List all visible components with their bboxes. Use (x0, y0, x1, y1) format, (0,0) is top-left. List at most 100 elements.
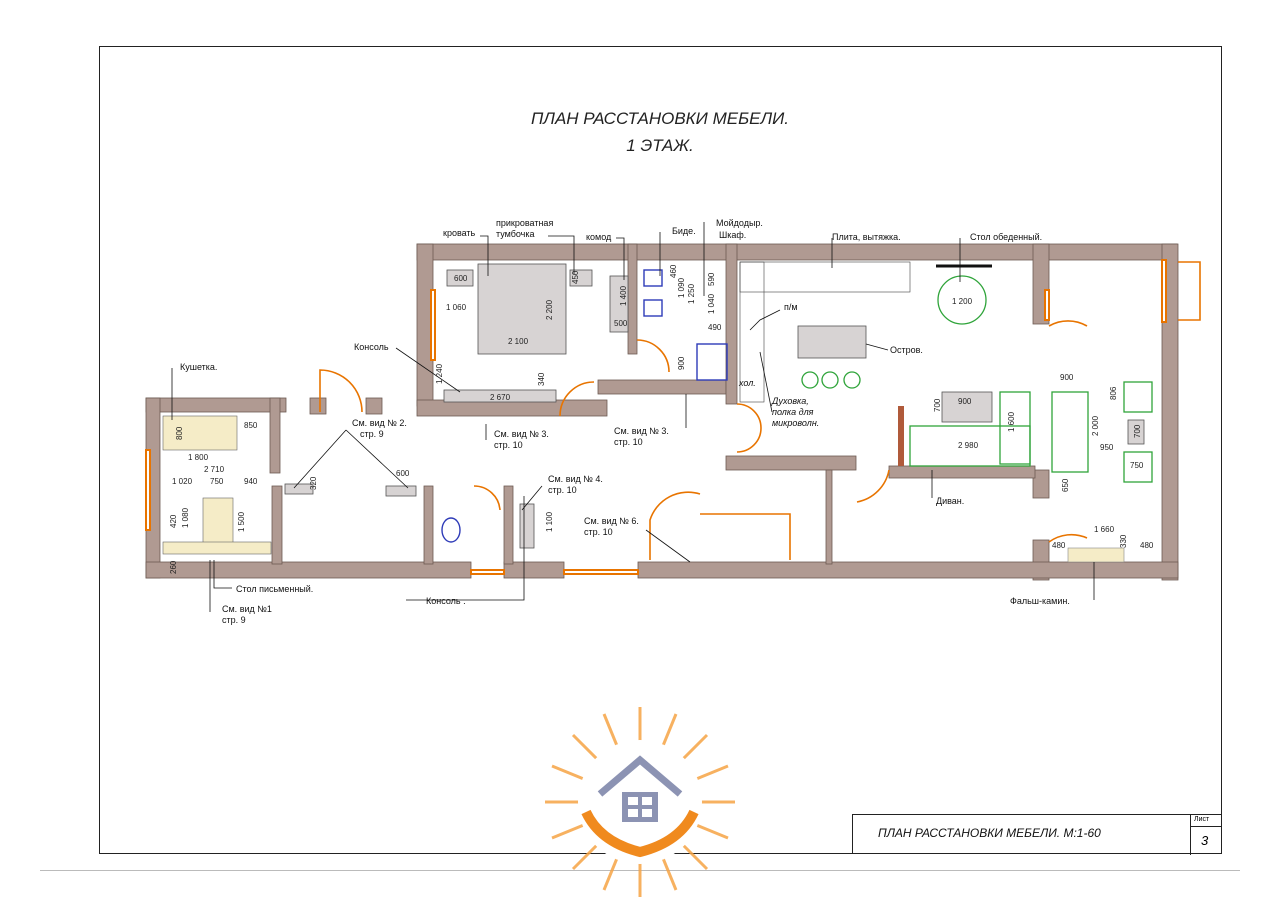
sheet-divider (1191, 826, 1222, 827)
label-view6-2: стр. 10 (584, 527, 613, 537)
label-view4-1: См. вид № 4. (548, 474, 603, 484)
wall-bath-bottom (597, 379, 727, 395)
label-bed: кровать (443, 228, 476, 238)
dim-600b: 600 (396, 469, 410, 478)
leader-view4 (521, 485, 543, 511)
wc-sink (519, 503, 535, 549)
dim-1100: 1 100 (545, 511, 554, 532)
dim-330: 330 (1119, 534, 1128, 548)
dim-2710: 2 710 (204, 465, 225, 474)
nightstand-right (569, 269, 593, 287)
wall-column-2 (365, 397, 383, 415)
leader-view2-b (345, 429, 409, 489)
dim-480b: 480 (1140, 541, 1154, 550)
label-oven-2: полка для (772, 407, 814, 417)
dim-590: 590 (707, 272, 716, 286)
label-bidet: Биде. (672, 226, 696, 236)
label-view2-2: стр. 9 (360, 429, 384, 439)
leader-view6 (645, 529, 691, 563)
label-washbasin: Мойдодыр. (716, 218, 763, 228)
dim-950: 950 (1100, 443, 1114, 452)
island-stool-2 (821, 371, 839, 389)
dim-800: 800 (175, 426, 184, 440)
dim-2670: 2 670 (490, 393, 511, 402)
dim-1250: 1 250 (687, 283, 696, 304)
title-block-title: ПЛАН РАССТАНОВКИ МЕБЕЛИ. М:1-60 (878, 826, 1101, 840)
label-console-top: Консоль (354, 342, 389, 352)
wall-wc-right (503, 485, 514, 565)
door-terrace-1 (1048, 320, 1088, 327)
dim-900b: 900 (958, 397, 972, 406)
label-dresser: комод (586, 232, 612, 242)
label-fireplace: Фальш-камин. (1010, 596, 1070, 606)
wall-hall-left (269, 397, 281, 474)
leader-view2-a (293, 429, 347, 489)
sheet-number: 3 (1201, 833, 1209, 848)
wall-bottom-mid1 (503, 561, 565, 579)
dim-2000: 2 000 (1091, 415, 1100, 436)
dim-2980: 2 980 (958, 441, 979, 450)
dresser (609, 275, 629, 333)
leader-island (865, 343, 889, 351)
wall-kitchen-left (725, 243, 738, 405)
dim-750b: 750 (1130, 461, 1144, 470)
dimensions: 600 450 2 200 2 100 1 060 1 400 500 460 … (169, 264, 1154, 574)
label-view6-1: См. вид № 6. (584, 516, 639, 526)
label-stove: Плита, вытяжка. (832, 232, 901, 242)
kitchen-island (797, 325, 867, 359)
door-bedroom (559, 381, 595, 417)
leader-oven (759, 351, 773, 413)
door-hall (319, 369, 363, 413)
dim-1080: 1 080 (181, 507, 190, 528)
door-kitchen (736, 403, 762, 453)
walls (145, 243, 1179, 581)
window-bottom (563, 569, 639, 575)
dim-1800: 1 800 (188, 453, 209, 462)
shower-tray (696, 343, 728, 381)
label-sofa: Диван. (936, 496, 964, 506)
dim-1020: 1 020 (172, 477, 193, 486)
label-view2-1: См. вид № 2. (352, 418, 407, 428)
toilet-wc (441, 517, 461, 543)
sheet-label: Лист (1194, 816, 1210, 823)
wall-left-top (145, 397, 287, 413)
wall-hall-left-lower (271, 485, 283, 565)
label-island: Остров. (890, 345, 923, 355)
dim-1600: 1 600 (1007, 411, 1016, 432)
kitchen-tall-units (739, 261, 765, 403)
wall-stair-top (725, 455, 857, 471)
label-view3a-2: стр. 10 (494, 440, 523, 450)
furniture (162, 261, 1153, 563)
dim-1660: 1 660 (1094, 525, 1115, 534)
dim-1400: 1 400 (619, 285, 628, 306)
dim-1500: 1 500 (237, 511, 246, 532)
nightstand-left (446, 269, 474, 287)
wall-living-divider-mid (1032, 469, 1050, 499)
doors-windows (145, 259, 1201, 575)
sheet-number-cell: Лист 3 (1190, 815, 1222, 855)
label-view1-1: См. вид №1 (222, 604, 272, 614)
wall-bath-left (627, 243, 638, 355)
console-left (284, 483, 314, 495)
leader-dishwasher (749, 309, 781, 331)
fake-fireplace (1067, 547, 1125, 563)
label-fridge: хол. (738, 378, 756, 388)
label-view1-2: стр. 9 (222, 615, 246, 625)
page-subtitle: 1 ЭТАЖ. (626, 136, 694, 155)
door-living (856, 469, 890, 503)
labels: кровать прикроватная тумбочка комод Биде… (180, 218, 1070, 625)
dim-260: 260 (169, 560, 178, 574)
label-oven-1: Духовка, (771, 396, 809, 406)
armchair-1 (1123, 381, 1153, 413)
wall-right (1161, 243, 1179, 581)
dim-940: 940 (244, 477, 258, 486)
leader-dresser (616, 237, 625, 280)
writing-desk (162, 541, 272, 555)
dim-1090: 1 090 (677, 277, 686, 298)
label-dining-table: Стол обеденный. (970, 232, 1042, 242)
label-nightstand-2: тумбочка (496, 229, 535, 239)
dim-750a: 750 (210, 477, 224, 486)
label-cabinet: Шкаф. (719, 230, 746, 240)
label-view4-2: стр. 10 (548, 485, 577, 495)
